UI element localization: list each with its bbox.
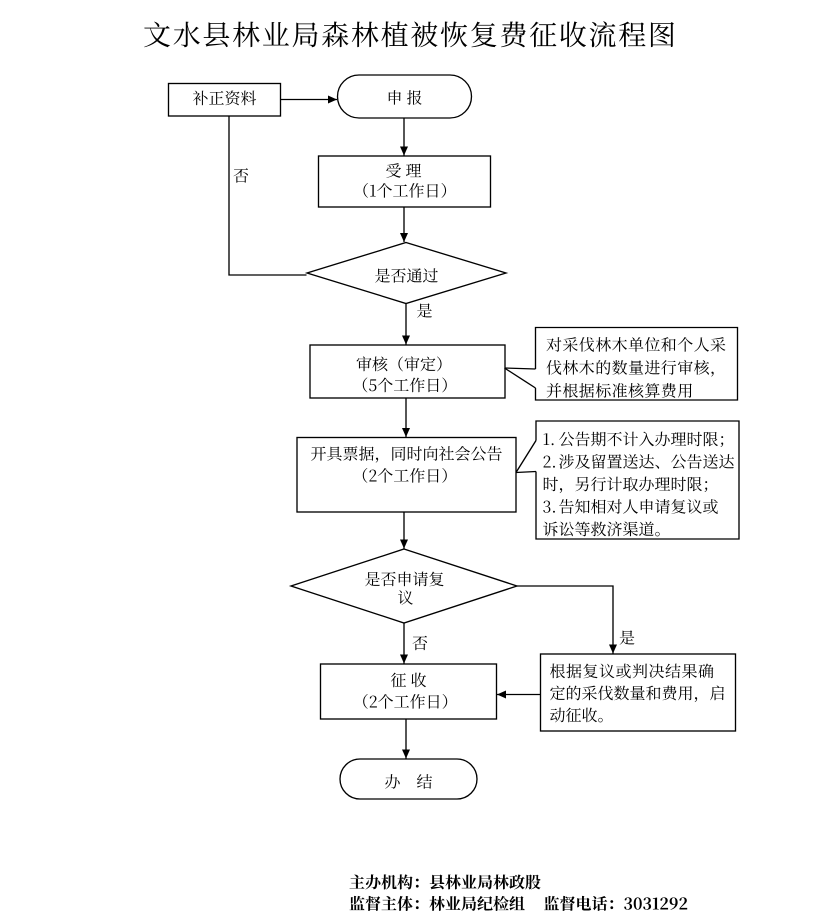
svg-text:主办机构：县林业局林政股: 主办机构：县林业局林政股 [349, 870, 541, 893]
svg-text:申 报: 申 报 [386, 86, 422, 109]
svg-text:告知相对人申请复议或: 告知相对人申请复议或 [559, 495, 719, 518]
svg-text:伐林木的数量进行审核，: 伐林木的数量进行审核， [546, 356, 726, 379]
svg-text:是否通过: 是否通过 [374, 264, 438, 287]
svg-text:（1个工作日）: （1个工作日） [353, 179, 457, 202]
svg-text:时，另行计取办理时限；: 时，另行计取办理时限； [543, 472, 719, 495]
svg-text:监督主体：林业局纪检组: 监督主体：林业局纪检组 [349, 892, 525, 915]
svg-text:否: 否 [412, 631, 428, 654]
svg-text:根据复议或判决结果确: 根据复议或判决结果确 [550, 659, 715, 682]
svg-text:定的采伐数量和费用，启: 定的采伐数量和费用，启 [550, 681, 726, 704]
svg-text:否: 否 [233, 164, 249, 187]
svg-text:并根据标准核算费用: 并根据标准核算费用 [546, 379, 694, 402]
svg-text:涉及留置送达、公告送达: 涉及留置送达、公告送达 [559, 449, 735, 472]
svg-text:征 收: 征 收 [390, 668, 426, 691]
svg-text:3.: 3. [543, 495, 557, 518]
svg-text:文水县林业局森林植被恢复费征收流程图: 文水县林业局森林植被恢复费征收流程图 [143, 14, 678, 54]
svg-text:是: 是 [417, 299, 433, 322]
svg-text:（5个工作日）: （5个工作日） [352, 373, 457, 396]
svg-text:议: 议 [397, 586, 413, 609]
svg-text:对采伐林木单位和个人采: 对采伐林木单位和个人采 [546, 333, 726, 356]
svg-text:审核（审定）: 审核（审定） [356, 352, 452, 375]
svg-text:2.: 2. [543, 449, 557, 472]
svg-text:1.: 1. [543, 427, 556, 450]
svg-text:公告期不计入办理时限；: 公告期不计入办理时限； [559, 427, 735, 450]
svg-text:补正资料: 补正资料 [192, 86, 256, 109]
svg-text:（2个工作日）: （2个工作日） [352, 464, 457, 487]
svg-text:（2个工作日）: （2个工作日） [353, 690, 458, 713]
svg-text:是否申请复: 是否申请复 [364, 567, 444, 590]
svg-text:诉讼等救济渠道。: 诉讼等救济渠道。 [543, 517, 671, 540]
svg-text:监督电话：3031292: 监督电话：3031292 [544, 892, 688, 915]
svg-text:受 理: 受 理 [385, 159, 421, 182]
svg-text:是: 是 [619, 626, 635, 649]
svg-text:办 结: 办 结 [384, 770, 432, 793]
svg-text:动征收。: 动征收。 [550, 703, 614, 726]
svg-text:开具票据，同时向社会公告: 开具票据，同时向社会公告 [310, 442, 502, 465]
